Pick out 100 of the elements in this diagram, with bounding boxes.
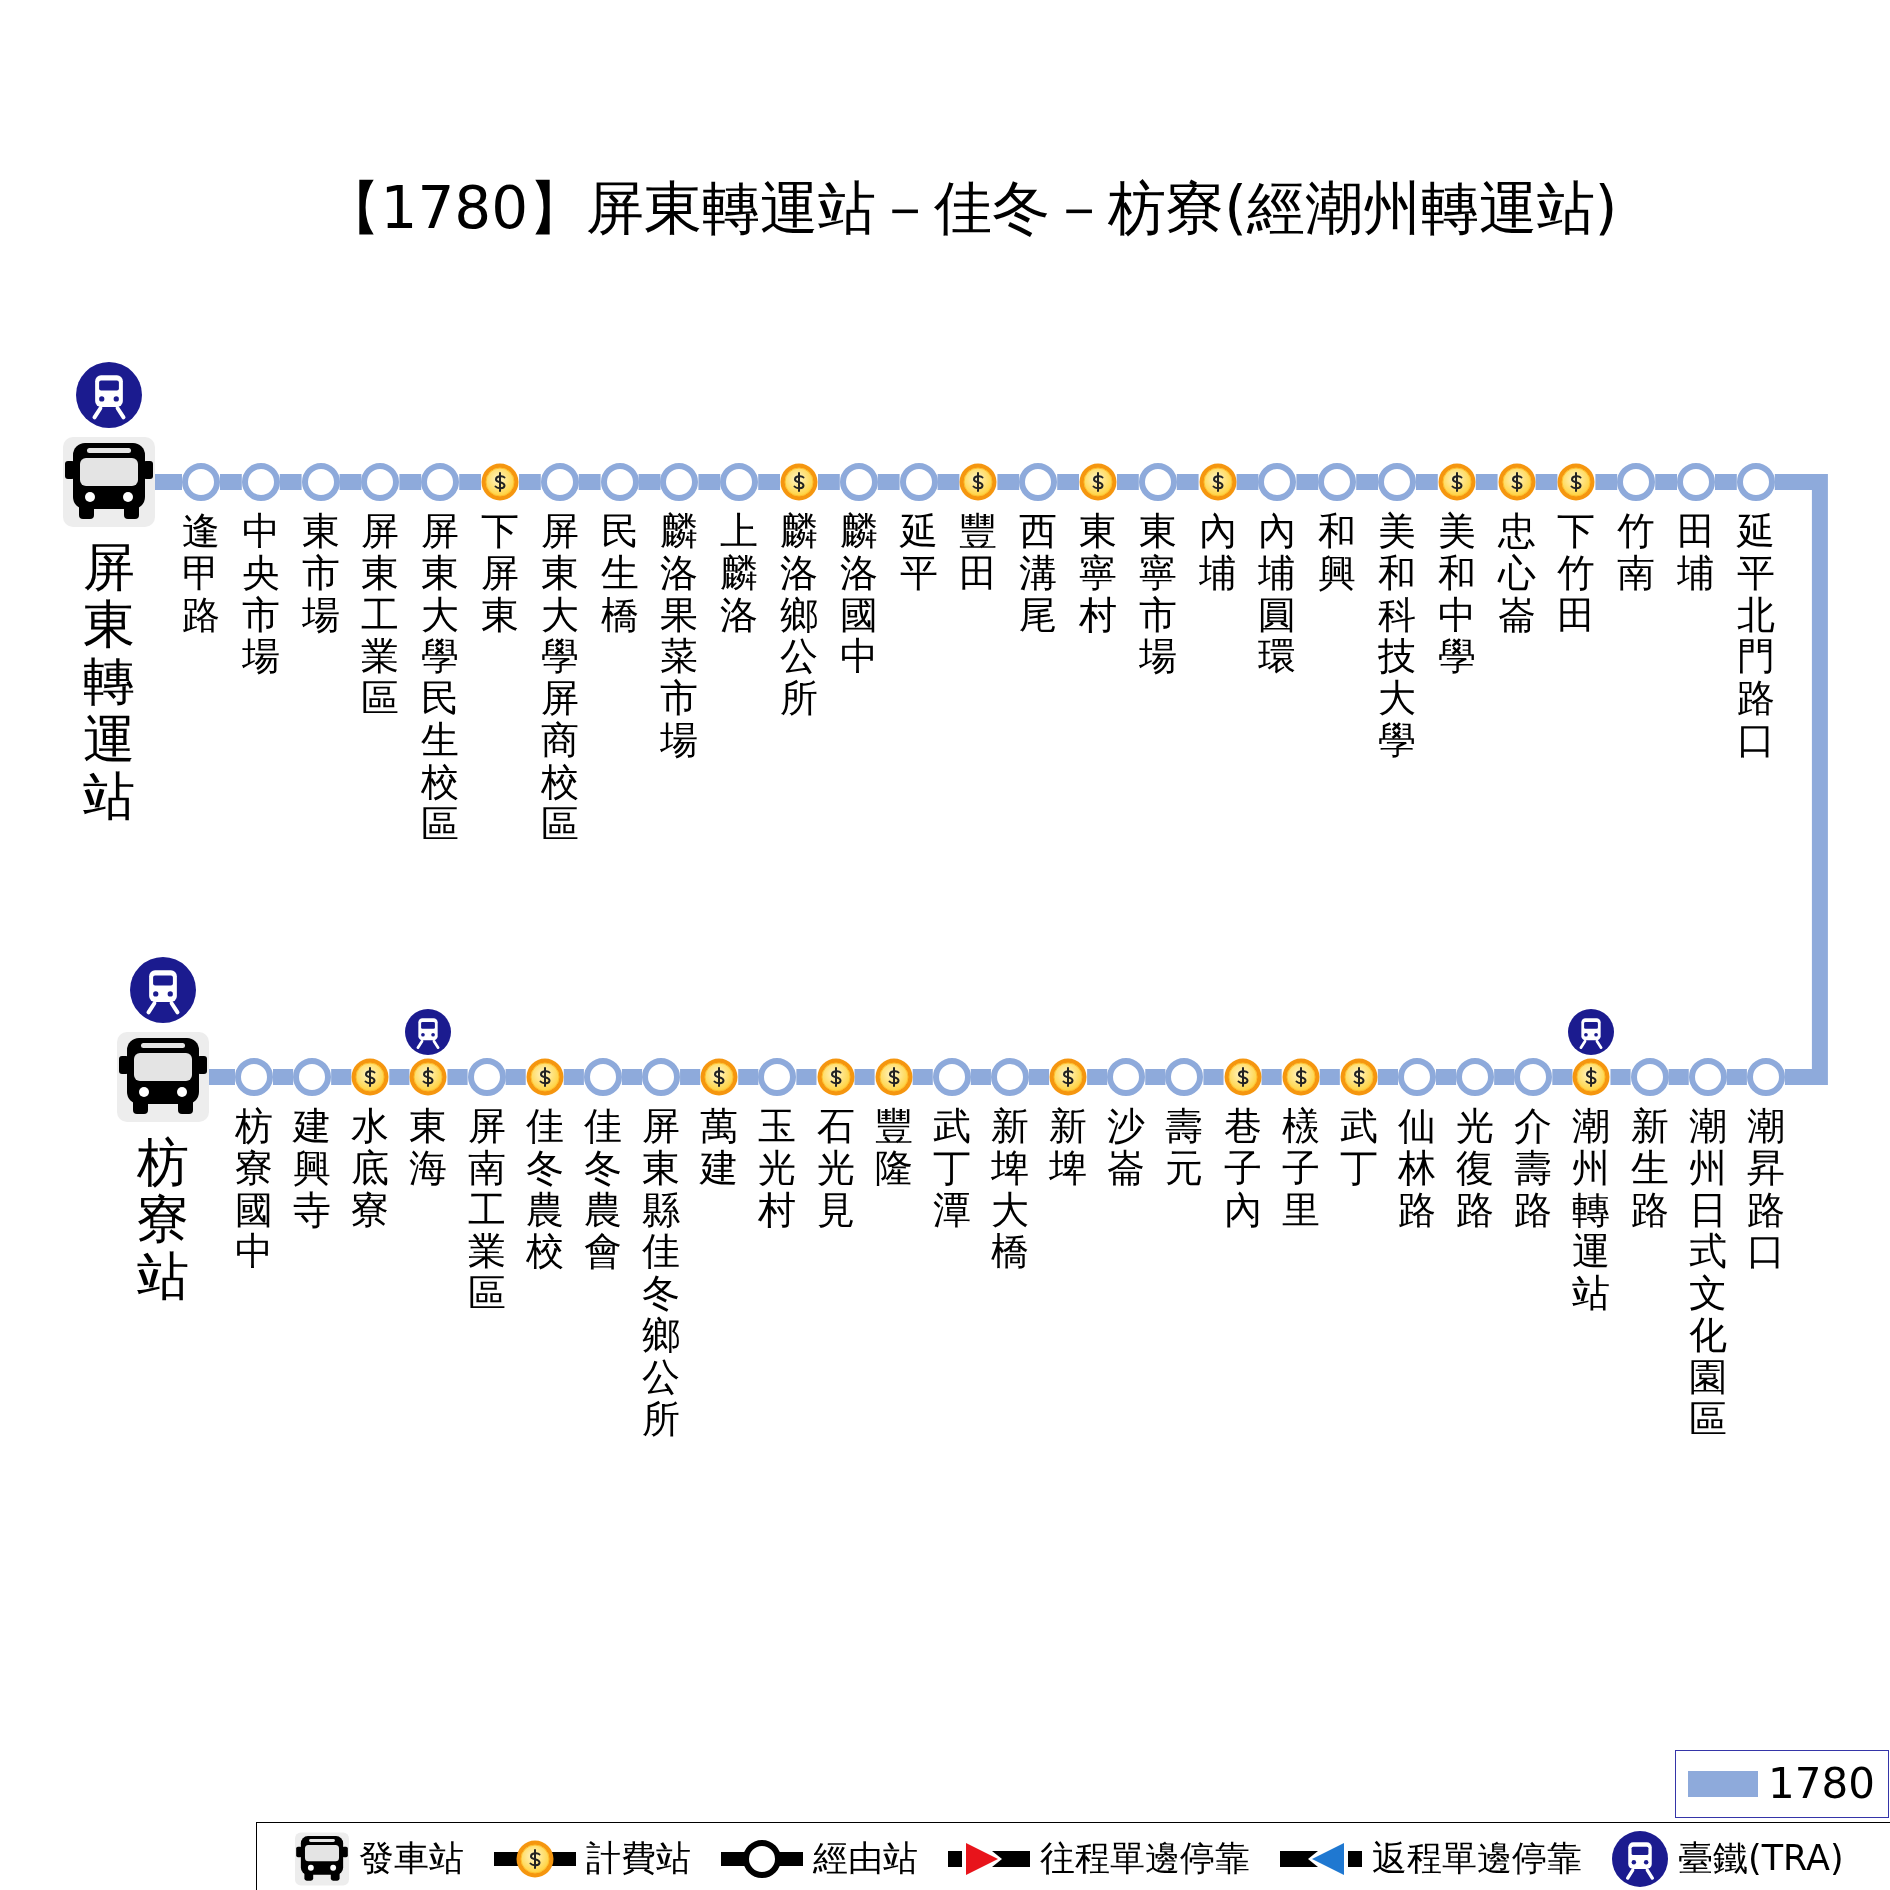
station-name: 仙林路 [1398,1106,1436,1232]
station-name: 西溝尾 [1019,511,1058,637]
legend-label: 計費站 [586,1839,691,1878]
route-line [1416,474,1438,490]
station-name: 屏東大學屏商校區 [540,511,579,846]
station-name: 潮州日式文化園區 [1688,1106,1727,1441]
station-name: 內埔 [1198,511,1237,595]
legend-label: 經由站 [813,1839,918,1878]
terminal-name: 枋寮站 [137,1134,189,1306]
route-line [279,474,302,490]
route-line [758,474,780,490]
station-name: 新埤 [1049,1106,1088,1190]
station-name: 佳冬農會 [583,1106,622,1274]
station-name: 竹南 [1617,511,1656,595]
route-line [331,1069,352,1085]
route-line [389,1069,410,1085]
route-line [1436,1069,1457,1085]
route-line [1203,1069,1224,1085]
route-line [738,1069,759,1085]
station-name: 屏南工業區 [467,1106,506,1315]
route-line [1236,474,1259,490]
route-line [1028,1069,1050,1085]
route-line [1117,474,1139,490]
route-line [818,474,840,490]
route-line [1377,1069,1398,1085]
station-name: 屏東縣佳冬鄉公所 [642,1106,681,1441]
station-name: 和興 [1318,511,1357,595]
route-line [997,474,1020,490]
station-name: 巷子內 [1223,1106,1262,1232]
station-name: 武丁潭 [932,1106,971,1232]
station-name: 新埤大橋 [990,1106,1029,1274]
route-line [447,1069,468,1085]
route-line [505,1069,526,1085]
station-name: 東海 [409,1106,448,1190]
station-name: 東寧村 [1079,511,1117,637]
station-name: 豐田 [959,511,998,595]
route-line [698,474,721,490]
route-line [399,474,422,490]
route-line [1726,1069,1747,1085]
route-line [1145,1069,1166,1085]
station-name: 民生橋 [600,511,639,637]
station-name: 潮昇路口 [1746,1106,1785,1274]
station-name: 上麟洛 [720,511,759,637]
station-name: 介壽路 [1514,1106,1553,1232]
route-line [563,1069,584,1085]
station-name: 內埔圓環 [1258,511,1297,679]
station-name: 豐隆 [874,1106,913,1190]
route-line [912,1069,933,1085]
station-name: 沙崙 [1107,1106,1146,1190]
station-name: 忠心崙 [1497,511,1536,637]
route-line [1087,1069,1108,1085]
route-line [1715,474,1737,490]
route-line [1319,1069,1340,1085]
legend-label: 發車站 [359,1839,464,1878]
station-name: 屏東工業區 [361,511,400,720]
legend-label: 1780 [1768,1760,1875,1808]
legend-label: 往程單邊停靠 [1040,1839,1250,1878]
route-line [1296,474,1319,490]
route-line [1552,1069,1573,1085]
route-line [1535,474,1558,490]
station-name: 東寧市場 [1138,511,1177,679]
station-name: 檨子里 [1281,1106,1320,1232]
route-line [1261,1069,1282,1085]
route-line [220,474,242,490]
route-line [578,474,601,490]
station-name: 石光見 [816,1106,855,1232]
route-line [638,474,661,490]
title: 【1780】屏東轉運站－佳冬－枋寮(經潮州轉運站) [322,174,1618,244]
station-name: 佳冬農校 [525,1106,564,1274]
station-name: 玉光村 [758,1106,797,1232]
route-line [680,1069,701,1085]
route-line [970,1069,991,1085]
terminal-name: 屏東轉運站 [83,539,135,825]
route-line [877,474,900,490]
station-name: 逢甲路 [182,511,220,637]
station-name: 水底寮 [351,1106,390,1232]
route-line [937,474,960,490]
route-line [1655,474,1677,490]
station-name: 美和科技大學 [1378,511,1416,762]
route-line [1774,474,1828,1085]
station-name: 下屏東 [481,511,519,637]
station-name: 建興寺 [293,1106,332,1232]
route-line [339,474,362,490]
station-name: 麟洛鄉公所 [780,511,818,720]
route-line [1494,1069,1515,1085]
route-line [1610,1069,1631,1085]
station-name: 光復路 [1456,1106,1495,1232]
route-line [155,474,182,490]
route-line [621,1069,643,1085]
station-name: 中央市場 [241,511,280,679]
station-name: 潮州轉運站 [1572,1106,1611,1315]
legend-label: 臺鐵(TRA) [1678,1839,1844,1878]
legend-label: 返程單邊停靠 [1372,1839,1582,1878]
station-name: 美和中學 [1437,511,1476,679]
route-line [273,1069,294,1085]
route-line [459,474,481,490]
station-name: 屏東大學民生校區 [421,511,460,846]
route-line [1176,474,1199,490]
route-line [854,1069,875,1085]
station-name: 延平北門路口 [1736,511,1775,762]
